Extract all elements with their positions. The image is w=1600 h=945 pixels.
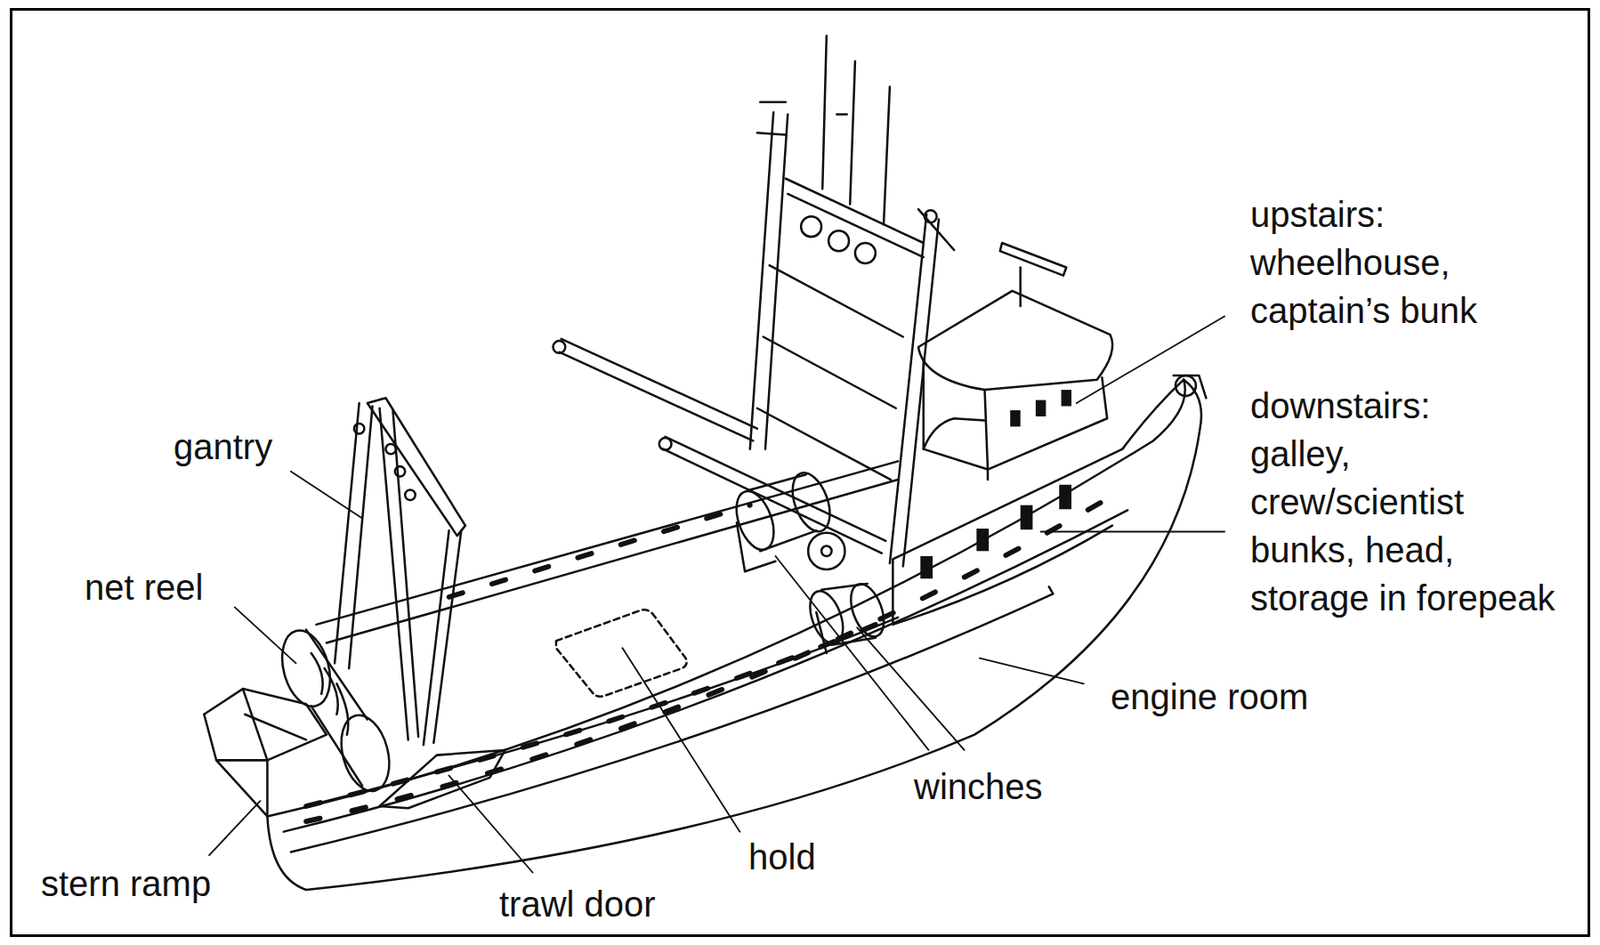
frame-fitting (757, 102, 954, 251)
bow-fitting (1175, 375, 1196, 396)
rub-rail (283, 509, 1128, 832)
hold-hatch (556, 609, 687, 696)
wheelhouse-roof (918, 290, 1113, 390)
stern-ramp (244, 714, 307, 741)
boom-end (659, 437, 672, 451)
leader-line (622, 647, 740, 832)
winch-drum (803, 586, 849, 648)
winch-drum (750, 474, 817, 551)
gantry-block (404, 489, 415, 500)
leader-line (979, 658, 1084, 685)
block-pulley (800, 216, 822, 237)
label-line: bunks, head, (1250, 525, 1555, 574)
leader-line (290, 471, 363, 519)
leader-line (775, 556, 929, 751)
part-label: trawl door (499, 880, 656, 929)
frame-leg (750, 112, 788, 449)
net-reel (274, 625, 338, 712)
part-label: stern ramp (40, 859, 211, 908)
gantry-leg (423, 530, 461, 745)
gantry-leg (334, 403, 372, 669)
scupper (306, 489, 1123, 822)
gantry-leg (379, 408, 420, 741)
window (1010, 410, 1020, 427)
rub-rail (290, 586, 1054, 852)
net-reel (333, 710, 397, 797)
winch-gear (821, 546, 832, 557)
stern-ramp (203, 688, 327, 817)
winch-drum (785, 468, 838, 537)
mast-pole (822, 35, 890, 225)
winch-drum (844, 579, 890, 641)
bow-rail (1122, 375, 1206, 450)
leader-line (234, 606, 297, 663)
leader-line (449, 775, 534, 873)
winch-drum (821, 583, 876, 646)
net-mesh (311, 653, 349, 736)
window (1035, 400, 1046, 417)
trawl-door (379, 750, 506, 809)
part-label: downstairs: galley, crew/scientist bunks… (1250, 381, 1555, 623)
gantry-block (395, 466, 405, 477)
leader-line (856, 627, 964, 751)
leader-line (209, 800, 260, 856)
label-line: crew/scientist (1250, 477, 1555, 526)
gantry-block (354, 423, 364, 434)
window (1061, 389, 1072, 406)
leader-line (1041, 531, 1225, 534)
outrigger-boom (558, 339, 757, 442)
wheelhouse-wing (923, 418, 986, 449)
net-reel (306, 630, 368, 786)
roof-antenna (1000, 242, 1067, 307)
part-label: winches (913, 762, 1043, 811)
block-pulley (828, 230, 849, 251)
frame-leg (889, 214, 939, 567)
boom-end (553, 340, 566, 354)
deck-edge (306, 617, 898, 807)
frame-crossbar (785, 178, 924, 258)
part-label: engine room (1110, 672, 1309, 721)
winch-drum (729, 485, 782, 555)
wheelhouse (923, 359, 1108, 470)
winch-gear (808, 533, 845, 570)
scupper (449, 505, 751, 598)
label-line: upstairs: (1250, 190, 1478, 239)
label-line: captain’s bunk (1250, 286, 1478, 335)
frame-rung (757, 265, 904, 480)
label-line: downstairs: (1250, 381, 1555, 430)
gantry-block (385, 444, 396, 454)
part-label: gantry (173, 422, 273, 471)
part-label: net reel (84, 563, 203, 612)
gantry-beam (367, 397, 466, 536)
leader-line (1076, 316, 1225, 404)
winch-stand (736, 522, 827, 654)
label-line: wheelhouse, (1250, 238, 1478, 287)
label-line: galley, (1250, 429, 1555, 478)
part-label: upstairs: wheelhouse, captain’s bunk (1250, 190, 1478, 335)
bulwark-rail (266, 379, 1185, 817)
hull-outline (203, 379, 1202, 890)
block-pulley (855, 242, 876, 264)
scupper (306, 617, 893, 807)
label-line: storage in forepeak (1250, 573, 1555, 623)
block-pulley (924, 210, 938, 223)
part-label: hold (748, 832, 817, 881)
